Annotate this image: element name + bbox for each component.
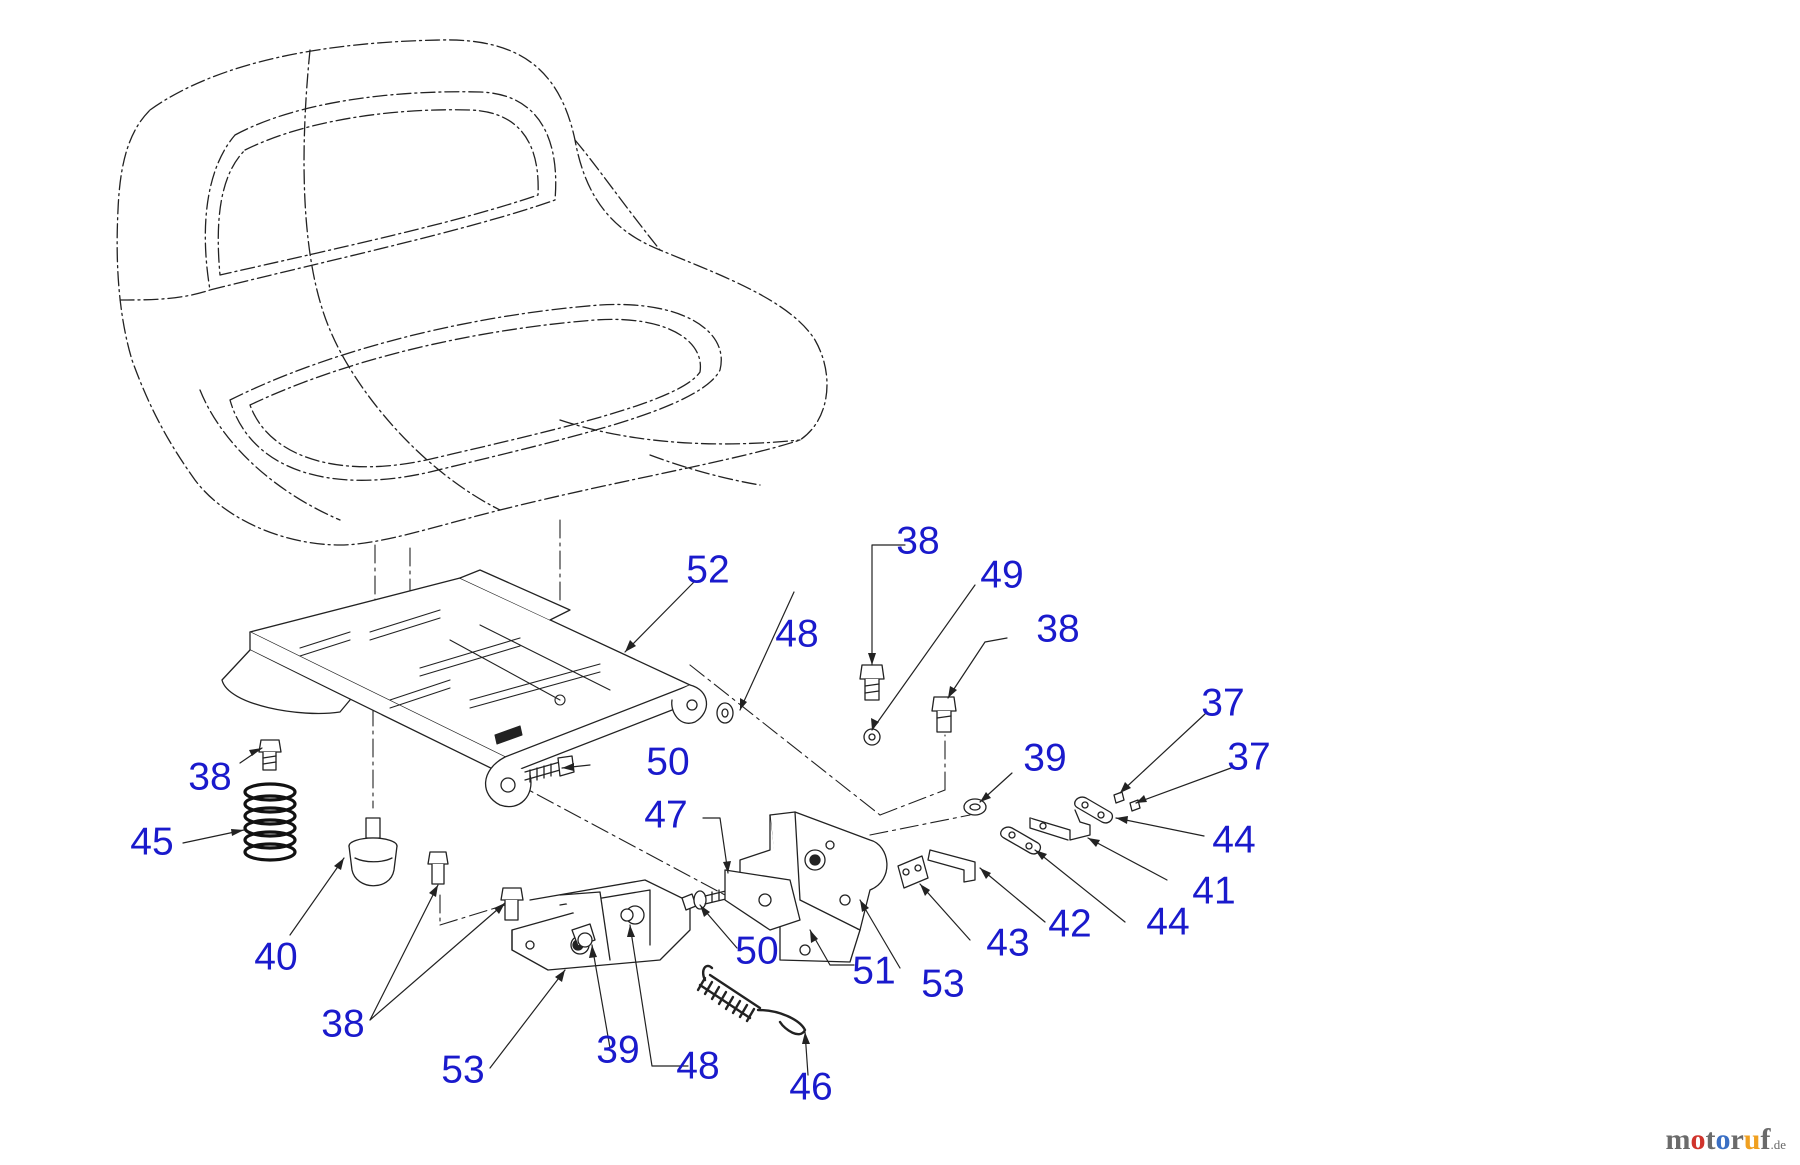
callout-45: 45 — [130, 820, 174, 864]
callout-44: 44 — [1146, 900, 1190, 944]
callout-53: 53 — [921, 962, 965, 1006]
bolt-part — [258, 739, 282, 771]
callout-50: 50 — [735, 929, 779, 973]
callout-37: 37 — [1227, 735, 1271, 779]
washer-part — [716, 702, 734, 724]
link-plate-part — [1074, 796, 1114, 824]
callout-52: 52 — [686, 548, 730, 592]
bolt-part — [500, 887, 524, 921]
coil-spring-part — [243, 782, 297, 862]
callout-42: 42 — [1048, 902, 1092, 946]
callout-38: 38 — [896, 519, 940, 563]
bolt-part — [931, 696, 957, 733]
link-plate-part — [1000, 826, 1042, 855]
watermark-logo: motoruf.de — [1665, 1123, 1786, 1156]
lower-bracket-part — [511, 879, 691, 971]
mounting-lines — [372, 519, 971, 926]
callout-38: 38 — [188, 755, 232, 799]
pin-part — [1113, 791, 1141, 812]
callout-51: 51 — [852, 949, 896, 993]
callout-48: 48 — [676, 1044, 720, 1088]
lever-plate-part — [724, 869, 801, 931]
bolt-part — [859, 664, 885, 701]
bumper-part — [348, 817, 398, 887]
callout-38: 38 — [1036, 607, 1080, 651]
callout-44: 44 — [1212, 818, 1256, 862]
adjustment-bolt-part — [524, 755, 575, 783]
callout-43: 43 — [986, 921, 1030, 965]
roller-part — [963, 798, 987, 816]
callout-39: 39 — [1023, 736, 1067, 780]
latch-bracket-part — [1029, 809, 1091, 841]
callout-37: 37 — [1201, 681, 1245, 725]
spacer-plate-part — [897, 855, 929, 889]
seat-pan-slots — [299, 609, 611, 745]
leader-arrowheads — [231, 640, 1147, 1044]
extension-spring-part — [696, 964, 807, 1036]
callout-39: 39 — [596, 1028, 640, 1072]
callout-41: 41 — [1192, 869, 1236, 913]
seat-outline — [116, 39, 828, 546]
callout-47: 47 — [644, 793, 688, 837]
callout-53: 53 — [441, 1048, 485, 1092]
callout-49: 49 — [980, 553, 1024, 597]
callout-50: 50 — [646, 740, 690, 784]
lock-washer-part — [863, 728, 881, 746]
bolt-part — [427, 851, 449, 885]
callout-38: 38 — [321, 1002, 365, 1046]
pivot-nut-part — [571, 908, 634, 948]
seat-pan-part — [221, 569, 708, 808]
angle-bracket-part — [927, 849, 976, 883]
callout-46: 46 — [789, 1065, 833, 1109]
callout-40: 40 — [254, 935, 298, 979]
callout-48: 48 — [775, 612, 819, 656]
